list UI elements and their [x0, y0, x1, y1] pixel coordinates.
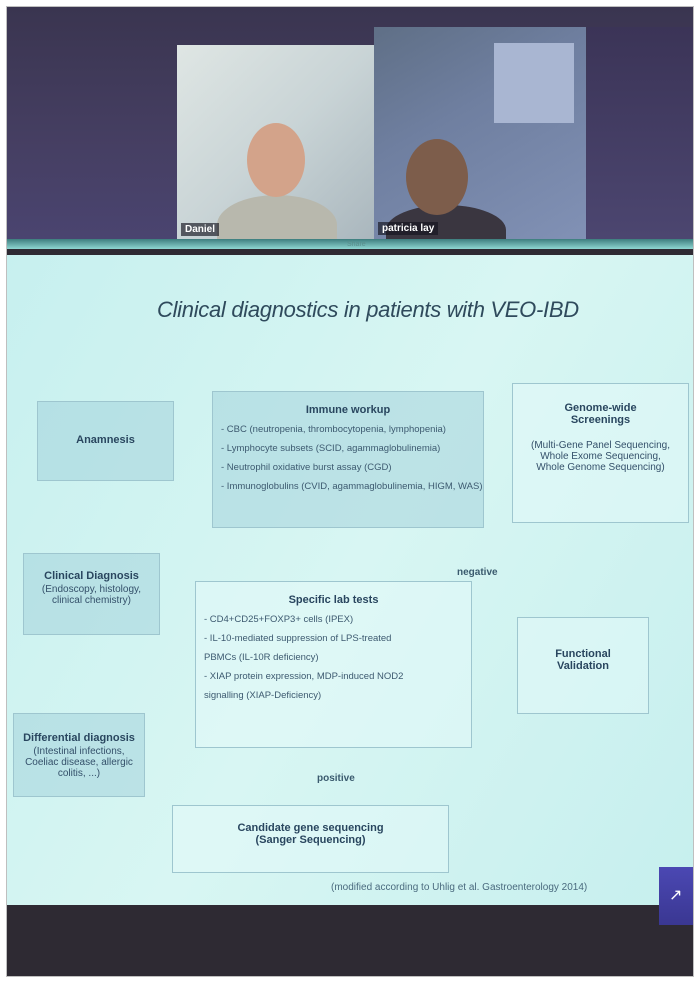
participant-face	[406, 139, 468, 215]
participant-body	[217, 195, 337, 240]
participant-tile-patricia[interactable]: patricia lay	[374, 27, 586, 239]
share-separator-bar[interactable]	[7, 239, 693, 249]
candidate-gene-title: Candidate gene sequencing	[237, 822, 384, 834]
immune-workup-item: - Immunoglobulins (CVID, agammaglobuline…	[221, 481, 483, 492]
floating-action-button[interactable]: ↗	[659, 867, 693, 925]
participant-name-tag: Daniel	[181, 223, 220, 236]
clinical-diagnosis-title: Clinical Diagnosis	[44, 570, 139, 582]
candidate-gene-detail: (Sanger Sequencing)	[255, 834, 366, 846]
specific-lab-box: Specific lab tests - CD4+CD25+FOXP3+ cel…	[195, 581, 472, 748]
candidate-gene-box: Candidate gene sequencing (Sanger Sequen…	[172, 805, 449, 873]
anamnesis-label: Anamnesis	[76, 434, 135, 446]
immune-workup-box: Immune workup - CBC (neutropenia, thromb…	[212, 391, 484, 528]
shared-slide: Clinical diagnostics in patients with VE…	[7, 255, 693, 905]
video-call-strip: Daniel patricia lay	[7, 7, 693, 241]
slide-caption: (modified according to Uhlig et al. Gast…	[331, 882, 588, 893]
genome-wide-line: (Multi-Gene Panel Sequencing,	[531, 440, 670, 451]
positive-label: positive	[317, 773, 355, 784]
genome-wide-title: Genome-wide Screenings	[564, 402, 637, 426]
share-separator-label: Share	[347, 241, 366, 248]
specific-lab-item: - XIAP protein expression, MDP-induced N…	[204, 671, 404, 682]
anamnesis-box: Anamnesis	[37, 401, 174, 481]
genome-wide-line: Whole Genome Sequencing)	[536, 462, 665, 473]
screen-frame: Daniel patricia lay Share Clinical diagn…	[6, 6, 694, 977]
immune-workup-item: - Lymphocyte subsets (SCID, agammaglobul…	[221, 443, 441, 454]
immune-workup-item: - Neutrophil oxidative burst assay (CGD)	[221, 462, 392, 473]
specific-lab-item: - IL-10-mediated suppression of LPS-trea…	[204, 633, 392, 644]
participant-face	[247, 123, 305, 197]
genome-wide-box: Genome-wide Screenings (Multi-Gene Panel…	[512, 383, 689, 523]
clinical-diagnosis-box: Clinical Diagnosis (Endoscopy, histology…	[23, 553, 160, 635]
differential-diagnosis-title: Differential diagnosis	[23, 732, 135, 744]
functional-validation-box: Functional Validation	[517, 617, 649, 714]
participant-name-tag: patricia lay	[378, 222, 439, 235]
expand-arrow-icon: ↗	[669, 887, 683, 904]
video-strip-background	[587, 27, 693, 239]
background-window	[494, 43, 574, 123]
specific-lab-item: - CD4+CD25+FOXP3+ cells (IPEX)	[204, 614, 354, 625]
specific-lab-title: Specific lab tests	[288, 594, 379, 606]
participant-tile-daniel[interactable]: Daniel	[177, 45, 377, 240]
genome-wide-line: Whole Exome Sequencing,	[540, 451, 661, 462]
specific-lab-item: signalling (XIAP-Deficiency)	[204, 690, 322, 701]
differential-diagnosis-detail: (Intestinal infections, Coeliac disease,…	[25, 746, 133, 779]
differential-diagnosis-box: Differential diagnosis (Intestinal infec…	[13, 713, 145, 797]
specific-lab-item: PBMCs (IL-10R deficiency)	[204, 652, 319, 663]
functional-validation-label: Functional Validation	[555, 648, 611, 672]
slide-title: Clinical diagnostics in patients with VE…	[157, 297, 579, 322]
negative-label: negative	[457, 567, 498, 578]
immune-workup-title: Immune workup	[305, 404, 391, 416]
clinical-diagnosis-detail: (Endoscopy, histology, clinical chemistr…	[41, 584, 142, 606]
immune-workup-item: - CBC (neutropenia, thrombocytopenia, ly…	[221, 424, 446, 435]
